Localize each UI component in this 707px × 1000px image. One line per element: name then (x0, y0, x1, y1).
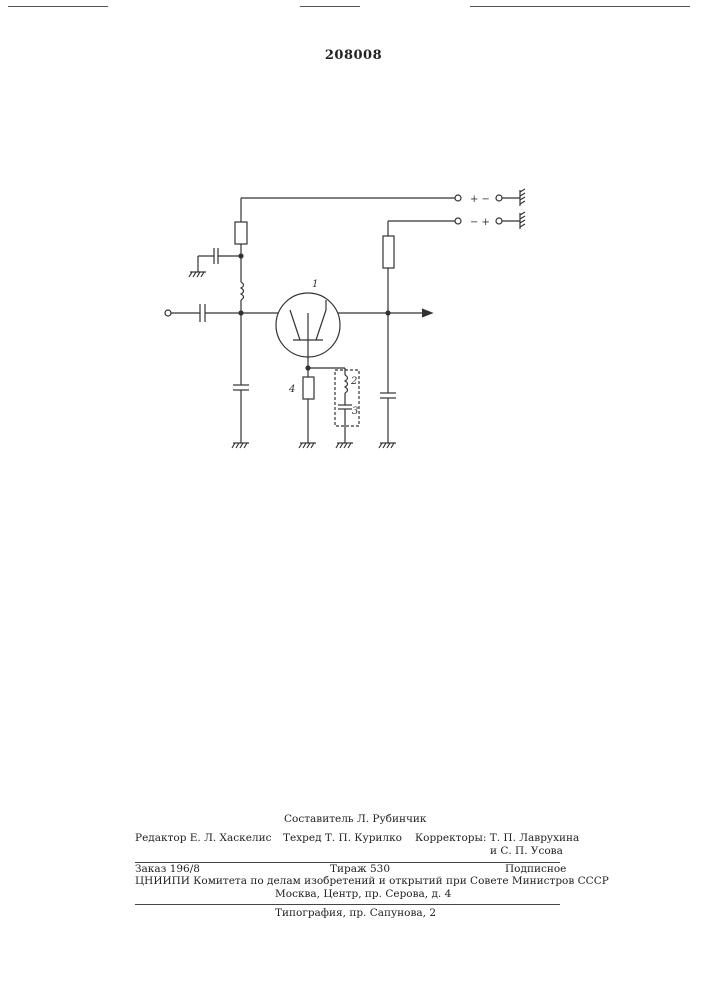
terminal-bottom-label: − + (470, 217, 490, 228)
editor-line: Редактор Е. Л. Хаскелис (135, 832, 271, 844)
label-1: 1 (312, 279, 318, 290)
inductor-2 (345, 375, 348, 393)
label-3: 3 (352, 406, 358, 417)
resistor-right (383, 236, 394, 268)
circuit-diagram: 1 4 2 3 + − − + (0, 0, 707, 480)
institute-line: ЦНИИПИ Комитета по делам изобретений и о… (135, 875, 609, 887)
rule-lower (135, 904, 560, 905)
label-2: 2 (350, 376, 357, 387)
correctors-line-1: Корректоры: Т. П. Лаврухина (415, 832, 579, 844)
inductor-left (241, 282, 244, 300)
techred-line: Техред Т. П. Курилко (283, 832, 402, 844)
order-line: Заказ 196/8 (135, 863, 200, 875)
label-4: 4 (288, 384, 295, 395)
circulation-line: Тираж 530 (330, 863, 390, 875)
subscription-line: Подписное (505, 863, 566, 875)
resistor-top-left (235, 222, 247, 244)
compiler-line: Составитель Л. Рубинчик (284, 813, 426, 825)
printing-line: Типография, пр. Сапунова, 2 (275, 907, 436, 919)
terminal-top-label: + − (470, 194, 490, 205)
correctors-line-2: и С. П. Усова (490, 845, 563, 857)
address-line: Москва, Центр, пр. Серова, д. 4 (275, 888, 451, 900)
resistor-4 (303, 377, 314, 399)
